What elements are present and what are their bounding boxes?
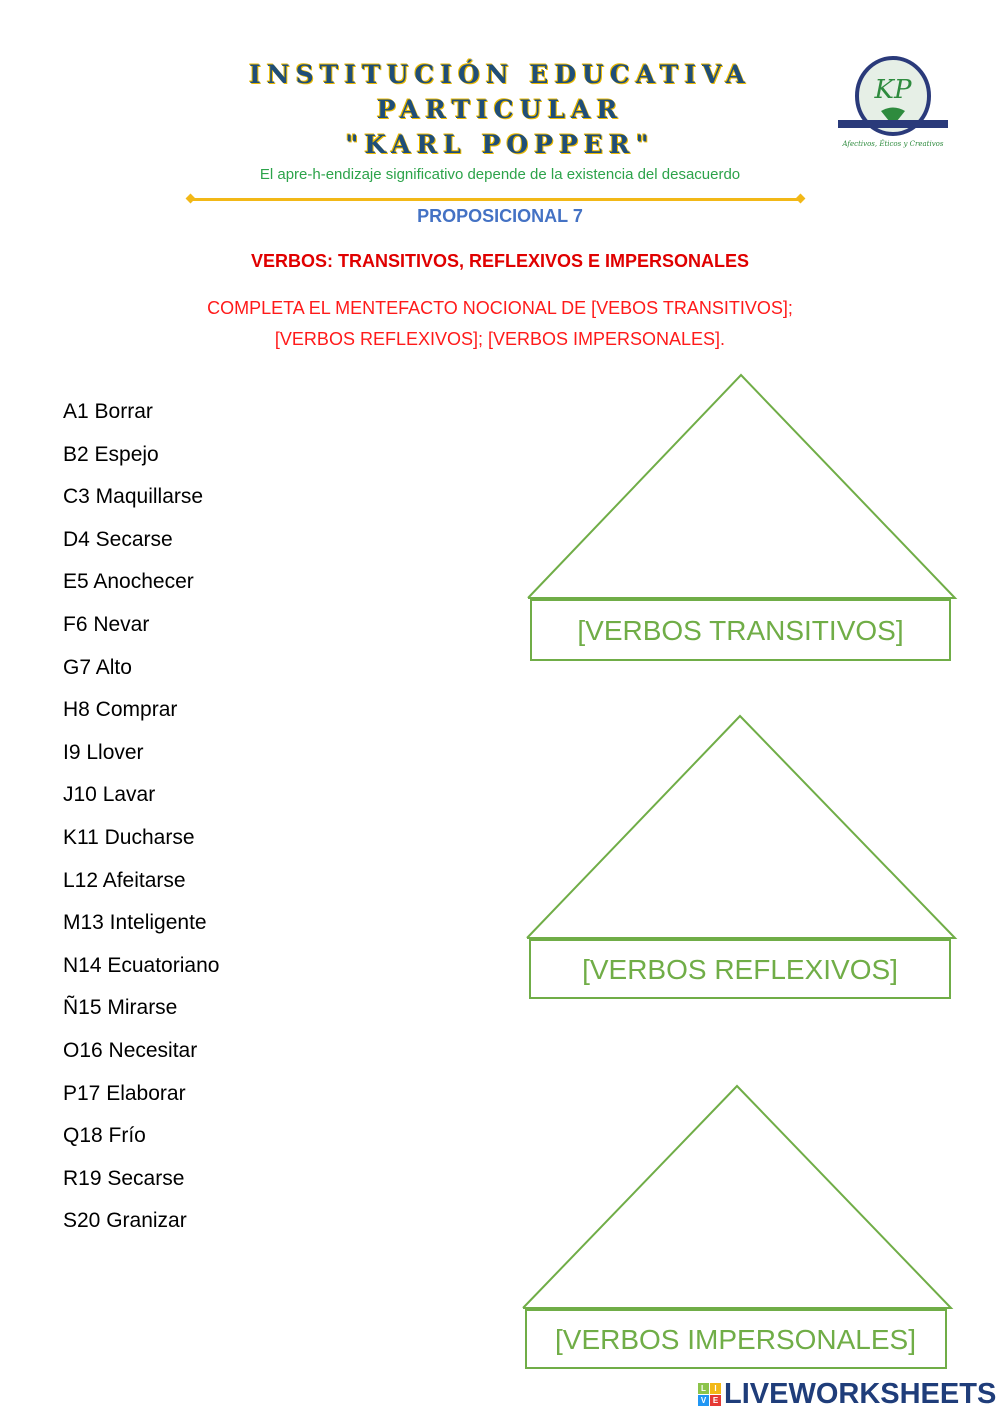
- liveworksheets-logo: L I V E LIVEWORKSHEETS: [698, 1378, 996, 1411]
- live-badge-icon: L I V E: [698, 1383, 721, 1406]
- word-item[interactable]: F6 Nevar: [63, 613, 150, 636]
- school-name-line3: "KARL POPPER": [345, 130, 655, 159]
- word-item[interactable]: R19 Secarse: [63, 1166, 185, 1190]
- school-name-line2: PARTICULAR: [376, 95, 624, 124]
- badge-letter: I: [710, 1383, 721, 1394]
- badge-letter: E: [710, 1395, 721, 1406]
- triangle-impersonales: [522, 1084, 954, 1309]
- box-verbos-transitivos[interactable]: [VERBOS TRANSITIVOS]: [530, 599, 951, 661]
- word-item[interactable]: I9 Llover: [63, 740, 144, 764]
- word-item[interactable]: G7 Alto: [63, 655, 132, 679]
- box-verbos-impersonales[interactable]: [VERBOS IMPERSONALES]: [525, 1309, 947, 1369]
- divider: [190, 198, 802, 201]
- word-item[interactable]: C3 Maquillarse: [63, 485, 204, 509]
- word-item[interactable]: E5 Anochecer: [63, 570, 194, 594]
- instructions: COMPLETA EL MENTEFACTO NOCIONAL DE [VEBO…: [100, 293, 900, 355]
- box-verbos-reflexivos[interactable]: [VERBOS REFLEXIVOS]: [529, 939, 951, 999]
- svg-text:KP: KP: [874, 75, 912, 105]
- triangle-reflexivos: [526, 714, 958, 939]
- word-item[interactable]: H8 Comprar: [63, 698, 178, 722]
- word-item[interactable]: D4 Secarse: [63, 527, 173, 551]
- word-item[interactable]: J10 Lavar: [63, 783, 156, 807]
- badge-letter: V: [698, 1395, 709, 1406]
- school-motto: El apre-h-endizaje significativo depende…: [259, 166, 741, 183]
- word-item[interactable]: Ñ15 Mirarse: [63, 996, 178, 1020]
- badge-letter: L: [698, 1383, 709, 1394]
- svg-text:Afectivos, Éticos y Creativos: Afectivos, Éticos y Creativos: [842, 139, 944, 148]
- triangle-transitivos: [527, 373, 958, 599]
- word-item[interactable]: S20 Granizar: [63, 1209, 187, 1233]
- word-item[interactable]: K11 Ducharse: [63, 826, 195, 849]
- proposicional-heading: PROPOSICIONAL 7: [417, 206, 583, 226]
- instruction-line-1: COMPLETA EL MENTEFACTO NOCIONAL DE [VEBO…: [207, 298, 793, 318]
- word-item[interactable]: A1 Borrar: [63, 400, 153, 423]
- word-item[interactable]: P17 Elaborar: [63, 1081, 186, 1105]
- word-item[interactable]: L12 Afeitarse: [63, 868, 186, 892]
- word-item[interactable]: M13 Inteligente: [63, 911, 207, 935]
- word-item[interactable]: O16 Necesitar: [63, 1039, 198, 1062]
- word-item[interactable]: N14 Ecuatoriano: [63, 953, 220, 977]
- worksheet-subtitle: VERBOS: TRANSITIVOS, REFLEXIVOS E IMPERS…: [250, 251, 750, 271]
- word-item[interactable]: B2 Espejo: [63, 442, 159, 466]
- school-name-line1: INSTITUCIÓN EDUCATIVA: [249, 60, 751, 89]
- word-item[interactable]: Q18 Frío: [63, 1124, 146, 1148]
- school-logo: KP Afectivos, Éticos y Creativos: [838, 56, 948, 148]
- brand-name: LIVEWORKSHEETS: [724, 1378, 997, 1410]
- instruction-line-2: [VERBOS REFLEXIVOS]; [VERBOS IMPERSONALE…: [274, 329, 726, 349]
